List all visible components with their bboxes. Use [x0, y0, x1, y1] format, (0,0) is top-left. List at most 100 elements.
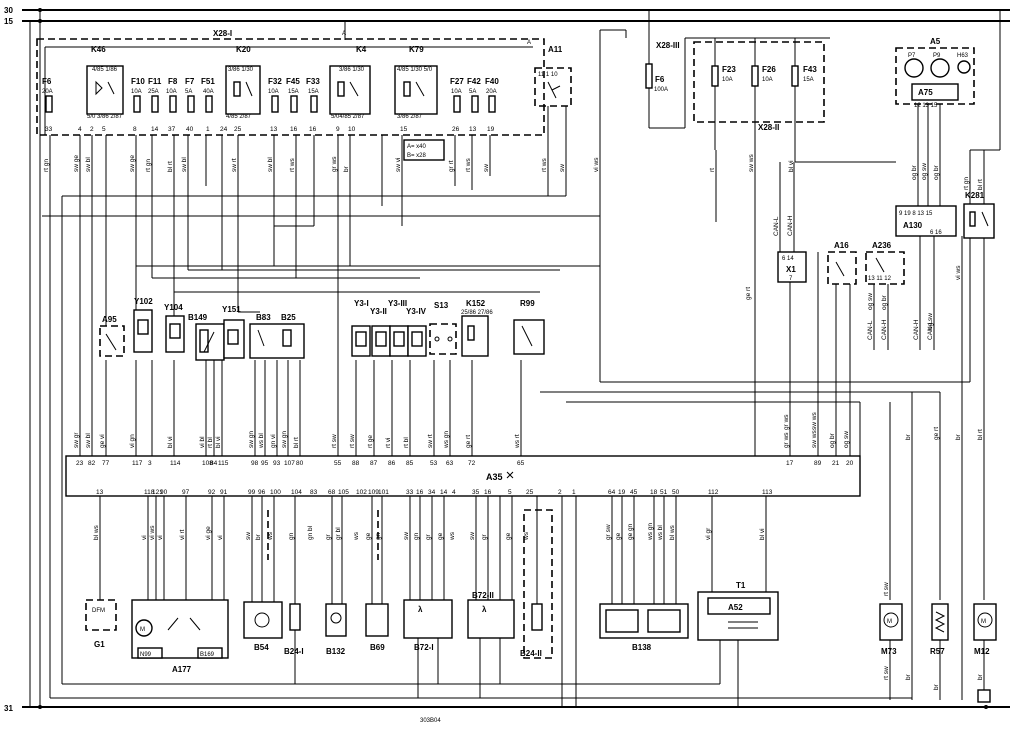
right-wire-color: CAN-H	[787, 215, 794, 236]
ecu-bottom-pin: 99	[248, 489, 256, 496]
right-wire-color: bl rt	[977, 179, 984, 190]
connector-legend	[403, 139, 445, 161]
svg-text:9: 9	[336, 126, 340, 133]
svg-text:A11: A11	[548, 45, 563, 54]
svg-text:H63: H63	[957, 53, 969, 59]
fuses-f10-f51: F10 10A 8 F11 25A 14 F8 10A 37 F7 5A 40 …	[131, 77, 215, 133]
svg-text:10A: 10A	[166, 89, 177, 95]
ecu-bottom-wire-color: ws	[449, 531, 456, 541]
ecu-top-wire-color: vi gn	[129, 434, 136, 448]
svg-text:B72-I: B72-I	[414, 643, 434, 652]
component-t1: T1 A52	[697, 496, 779, 641]
harness-wire-color: sw ws	[748, 154, 755, 172]
fuses-f27-f40: F27 10A 26 F42 5A 13 F40 20A 19	[450, 77, 499, 133]
svg-text:13 11 12: 13 11 12	[868, 276, 892, 282]
ecu-bottom-wire-color: ws	[523, 531, 530, 541]
svg-text:3/86 1/30: 3/86 1/30	[228, 67, 254, 73]
fuse-f26: F26 10A	[751, 38, 776, 150]
svg-text:13: 13	[270, 126, 278, 133]
ecu-top-pin: 21	[832, 460, 840, 467]
ecu-top-pin: 84	[210, 460, 218, 467]
relay-k79: K79 4/85 1/30 5/0 3/86 2/87 15	[394, 45, 438, 133]
ecu-bottom-wire-color: ge	[365, 532, 372, 540]
ecu-bottom-pin: 16	[416, 489, 424, 496]
ecu-bottom-wire-color: bl ws	[93, 524, 100, 540]
svg-text:16: 16	[309, 126, 317, 133]
ecu-bottom-pin: 18	[650, 489, 658, 496]
harness-wire-color: gr rt	[448, 160, 455, 172]
right-wire-color: og sw	[921, 163, 928, 180]
svg-text:10A: 10A	[722, 77, 733, 83]
svg-text:B132: B132	[326, 647, 346, 656]
bottom-right-wire-color: br	[955, 433, 962, 440]
svg-text:100A: 100A	[654, 87, 668, 93]
ecu-top-pin: 86	[388, 460, 396, 467]
svg-text:F43: F43	[803, 65, 817, 74]
ecu-bottom-pin: 4	[452, 489, 456, 496]
svg-text:A95: A95	[102, 315, 117, 324]
harness-wire-color: bl rt	[167, 161, 174, 172]
right-wire-color: CAN-H	[913, 319, 920, 340]
bottom-right-wire-color: rt sw	[883, 582, 890, 596]
fuse-f6-100a: X28-III F6 100A	[645, 10, 686, 129]
right-wire-color: rt gn	[963, 177, 970, 190]
ecu-top-pin: 17	[786, 460, 794, 467]
bottom-right-wire-color: br	[905, 673, 912, 680]
right-wire-color: CAN-H	[881, 319, 888, 340]
svg-text:P9: P9	[933, 53, 941, 59]
ecu-bottom-pin: 1	[572, 489, 576, 496]
ecu-body	[65, 455, 861, 497]
ecu-top-pin: 95	[261, 460, 269, 467]
ecu-bottom-pin: 19	[618, 489, 626, 496]
wiring-harness	[29, 10, 1001, 707]
ecu-bottom-pin: 33	[406, 489, 414, 496]
svg-text:7: 7	[789, 276, 793, 282]
svg-text:5A: 5A	[185, 89, 192, 95]
svg-text:3/86 2/87: 3/86 2/87	[397, 114, 423, 120]
ecu-bottom-pin: 91	[220, 489, 228, 496]
svg-text:4/85 1/30 5/0: 4/85 1/30 5/0	[397, 67, 433, 73]
svg-text:F40: F40	[485, 77, 499, 86]
right-wire-color: og br	[933, 164, 940, 180]
ecu-bottom-wire-color: ws	[353, 531, 360, 541]
svg-text:9 19 8 13 15: 9 19 8 13 15	[899, 211, 933, 217]
component-y102: Y102	[133, 297, 153, 353]
svg-text:6 14: 6 14	[782, 256, 794, 262]
ecu-bottom-wire-color: gr sw	[605, 524, 612, 540]
svg-text:Y151: Y151	[222, 305, 241, 314]
fuse-box-x28-ii: X28-II F23 10A F26 10A F43 15A	[685, 37, 830, 150]
ecu-top-wire-color: sw gn	[248, 431, 255, 448]
svg-text:F51: F51	[201, 77, 215, 86]
ecu-bottom-pin: 118	[144, 489, 155, 496]
ecu-top-pin: 3	[148, 460, 152, 467]
ecu-bottom-wire-color: bl ws	[669, 524, 676, 540]
component-b149: B149	[188, 313, 225, 361]
harness-wire-color: rt ws	[289, 158, 296, 172]
ecu-bottom-pin: 104	[291, 489, 302, 496]
ecu-top-pin: 63	[446, 460, 454, 467]
svg-text:16: 16	[290, 126, 298, 133]
right-wire-color: vi ws	[955, 265, 962, 280]
ecu-bottom-pin: 109	[368, 489, 379, 496]
component-b24-i: B24-I	[284, 496, 304, 684]
svg-text:R57: R57	[930, 647, 945, 656]
svg-text:F8: F8	[168, 77, 178, 86]
fuse-f6: F6 20A 33	[42, 77, 53, 133]
svg-text:F27: F27	[450, 77, 464, 86]
relay-k152: K152 25/86 27/86	[461, 299, 493, 357]
right-wire-color: og br	[911, 164, 918, 180]
svg-text:F6: F6	[42, 77, 52, 86]
svg-text:1: 1	[206, 126, 210, 133]
svg-text:4/85 2/87: 4/85 2/87	[226, 114, 252, 120]
ecu-top-wire-color: og br	[829, 432, 836, 448]
svg-text:λ: λ	[482, 605, 487, 614]
harness-wire-color: sw ge	[129, 155, 136, 172]
svg-text:P7: P7	[908, 53, 916, 59]
svg-text:M: M	[887, 619, 892, 625]
svg-text:K46: K46	[91, 45, 106, 54]
svg-text:F10: F10	[131, 77, 145, 86]
svg-text:40A: 40A	[203, 89, 214, 95]
ecu-bottom-wire-color: gr	[481, 533, 488, 540]
